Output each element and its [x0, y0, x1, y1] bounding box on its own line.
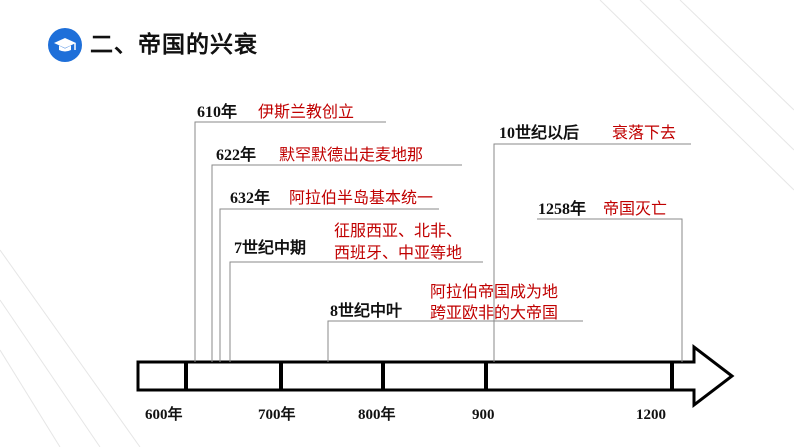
event-date-622: 622年 [216, 145, 256, 164]
leader-lines [194, 121, 691, 362]
tick-label-800: 800年 [358, 405, 396, 423]
event-text-622: 默罕默德出走麦地那 [279, 145, 423, 164]
event-date-610: 610年 [197, 102, 237, 121]
event-date-8th-century: 8世纪中叶 [330, 301, 402, 320]
event-text-632: 阿拉伯半岛基本统一 [289, 188, 433, 207]
event-date-632: 632年 [230, 188, 270, 207]
event-date-1258: 1258年 [538, 199, 586, 218]
tick-label-700: 700年 [258, 405, 296, 423]
event-text-8th-century-line1: 阿拉伯帝国成为地 [430, 282, 558, 301]
tick-label-600: 600年 [145, 405, 183, 423]
tick-label-900: 900 [472, 407, 495, 423]
event-text-8th-century-line2: 跨亚欧非的大帝国 [430, 303, 558, 322]
tick-label-1200: 1200 [636, 407, 666, 423]
event-date-10th-century: 10世纪以后 [499, 123, 579, 142]
event-text-7th-century-line2: 西班牙、中亚等地 [334, 243, 462, 262]
timeline-axis [136, 343, 735, 409]
section-title: 二、帝国的兴衰 [90, 32, 258, 58]
event-text-1258: 帝国灭亡 [603, 199, 667, 218]
graduation-cap-icon [48, 28, 82, 62]
event-text-10th-century: 衰落下去 [612, 123, 676, 142]
event-date-7th-century: 7世纪中期 [234, 238, 306, 257]
event-text-7th-century-line1: 征服西亚、北非、 [334, 221, 462, 240]
event-text-610: 伊斯兰教创立 [258, 102, 354, 121]
